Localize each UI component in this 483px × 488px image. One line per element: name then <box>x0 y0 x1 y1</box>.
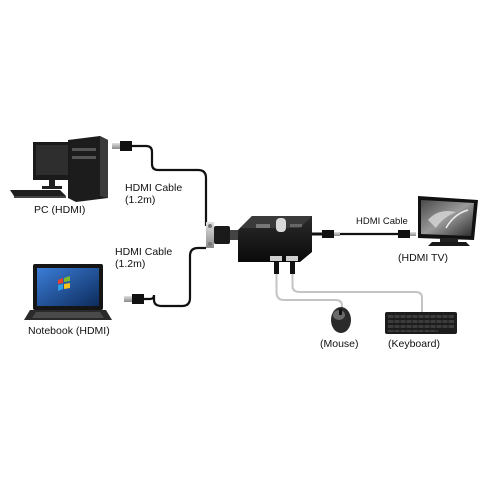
tv-hdmi-cable <box>322 230 416 238</box>
pc-icon <box>10 136 108 202</box>
pc-label: PC (HDMI) <box>34 204 86 216</box>
notebook-cable-length: (1.2m) <box>115 258 146 270</box>
kvm-switch-icon <box>238 216 322 262</box>
pc-cable-name: HDMI Cable <box>125 182 183 194</box>
pc-hdmi-cable <box>112 141 208 226</box>
notebook-icon <box>24 264 112 320</box>
notebook-cable-name: HDMI Cable <box>115 246 173 258</box>
mouse-label: (Mouse) <box>320 338 359 350</box>
combined-connector <box>206 222 238 248</box>
notebook-label: Notebook (HDMI) <box>28 325 110 337</box>
usb-cables <box>274 262 423 312</box>
tv-label: (HDMI TV) <box>398 252 448 264</box>
notebook-hdmi-cable <box>124 246 206 308</box>
mouse-icon <box>331 307 351 333</box>
keyboard-icon <box>385 312 457 334</box>
tv-cable-name: HDMI Cable <box>356 216 408 227</box>
keyboard-label: (Keyboard) <box>388 338 440 350</box>
tv-icon <box>418 196 478 246</box>
pc-cable-length: (1.2m) <box>125 194 156 206</box>
